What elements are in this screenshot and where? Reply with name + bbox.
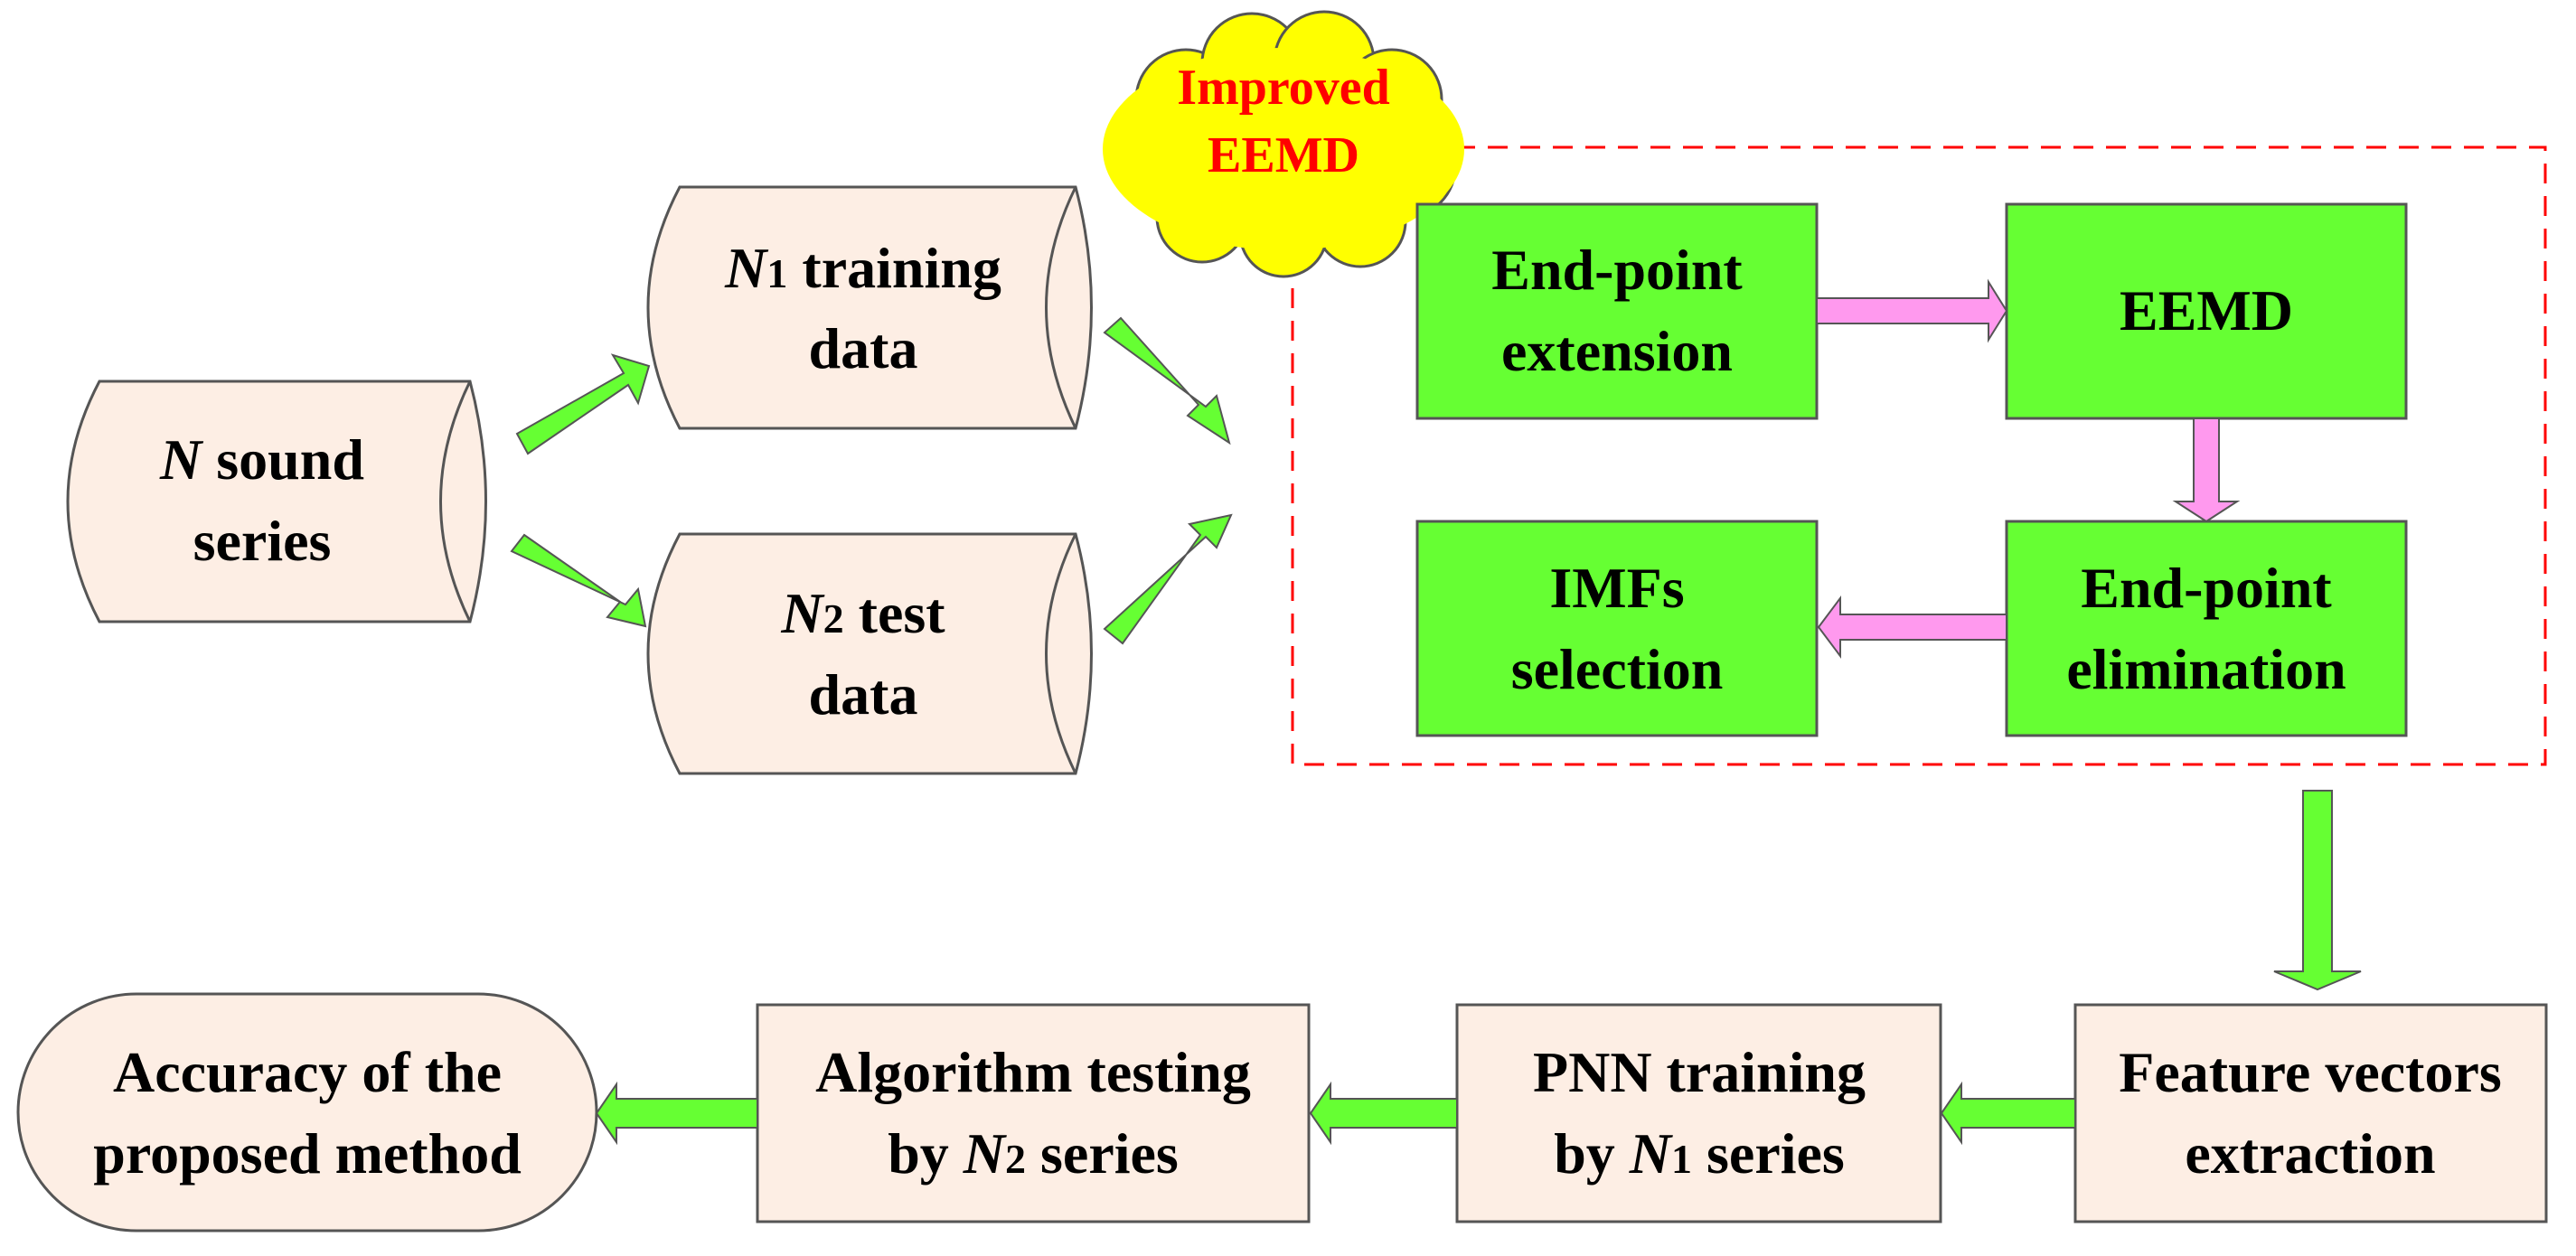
arrow-extension-to-eemd	[1816, 278, 2008, 343]
imfs-selection-line2: selection	[1511, 637, 1724, 701]
arrow-sound-to-test	[510, 533, 647, 628]
arrow-feature-to-pnn	[1940, 1081, 2076, 1146]
end-point-extension-box: End-point extension	[1415, 202, 1819, 420]
accuracy-line2: proposed method	[93, 1121, 522, 1186]
cylinder-end	[439, 380, 472, 623]
arrow-test-to-eemd	[1103, 513, 1233, 645]
improved-eemd-region	[1291, 145, 2547, 766]
improved-eemd-line2: EEMD	[1208, 127, 1359, 183]
improved-eemd-cloud: Improved EEMD	[1103, 10, 1464, 278]
cylinder-end	[1045, 533, 1077, 774]
arrow-elimination-to-selection	[1817, 595, 2007, 659]
pnn-training-line2: by N1 series	[1554, 1121, 1845, 1186]
feature-vectors-extraction-box: Feature vectors extraction	[2073, 1003, 2548, 1223]
arrow-eemd-to-elimination	[2172, 417, 2241, 523]
n2-test-data-node: N2 test data	[646, 532, 1093, 775]
end-point-elimination-box: End-point elimination	[2005, 520, 2408, 737]
improved-eemd-line1: Improved	[1177, 60, 1389, 116]
cylinder-end	[1045, 186, 1077, 429]
n2-test-data-line2: data	[809, 662, 918, 726]
cylinder-body	[66, 380, 487, 623]
n1-training-data-line1: N1 training	[724, 236, 1001, 300]
eemd-box: EEMD	[2005, 202, 2408, 420]
accuracy-terminal: Accuracy of the proposed method	[16, 992, 598, 1233]
n-sound-series-line2: series	[193, 509, 332, 573]
cylinder-body	[646, 185, 1093, 430]
algorithm-testing-line1: Algorithm testing	[815, 1040, 1251, 1104]
imfs-selection-box: IMFs selection	[1415, 520, 1819, 737]
arrow-pnn-to-testing	[1309, 1081, 1458, 1146]
feature-vectors-line1: Feature vectors	[2119, 1040, 2502, 1104]
arrow-testing-to-accuracy	[595, 1081, 758, 1146]
end-point-elimination-line2: elimination	[2066, 637, 2346, 701]
n1-training-data-node: N1 training data	[646, 185, 1093, 430]
arrow-sound-to-training	[515, 353, 651, 455]
algorithm-testing-box: Algorithm testing by N2 series	[756, 1003, 1311, 1223]
feature-vectors-line2: extraction	[2185, 1121, 2435, 1186]
end-point-extension-line1: End-point	[1491, 238, 1743, 302]
cylinder-body	[646, 532, 1093, 775]
n-sound-series-node: N sound series	[66, 380, 487, 623]
eemd-label: EEMD	[2120, 278, 2293, 342]
n1-training-data-line2: data	[809, 316, 918, 380]
arrow-region-to-feature-vectors	[2273, 790, 2362, 991]
imfs-selection-line1: IMFs	[1549, 556, 1684, 620]
pnn-training-box: PNN training by N1 series	[1455, 1003, 1942, 1223]
n2-test-data-line1: N2 test	[780, 581, 945, 645]
end-point-elimination-line1: End-point	[2081, 556, 2332, 620]
pnn-training-line1: PNN training	[1533, 1040, 1866, 1104]
algorithm-testing-line2: by N2 series	[888, 1121, 1179, 1186]
end-point-extension-line2: extension	[1501, 319, 1733, 383]
accuracy-line1: Accuracy of the	[113, 1040, 502, 1104]
arrow-training-to-eemd	[1103, 316, 1231, 445]
n-sound-series-line1: N sound	[159, 427, 364, 492]
